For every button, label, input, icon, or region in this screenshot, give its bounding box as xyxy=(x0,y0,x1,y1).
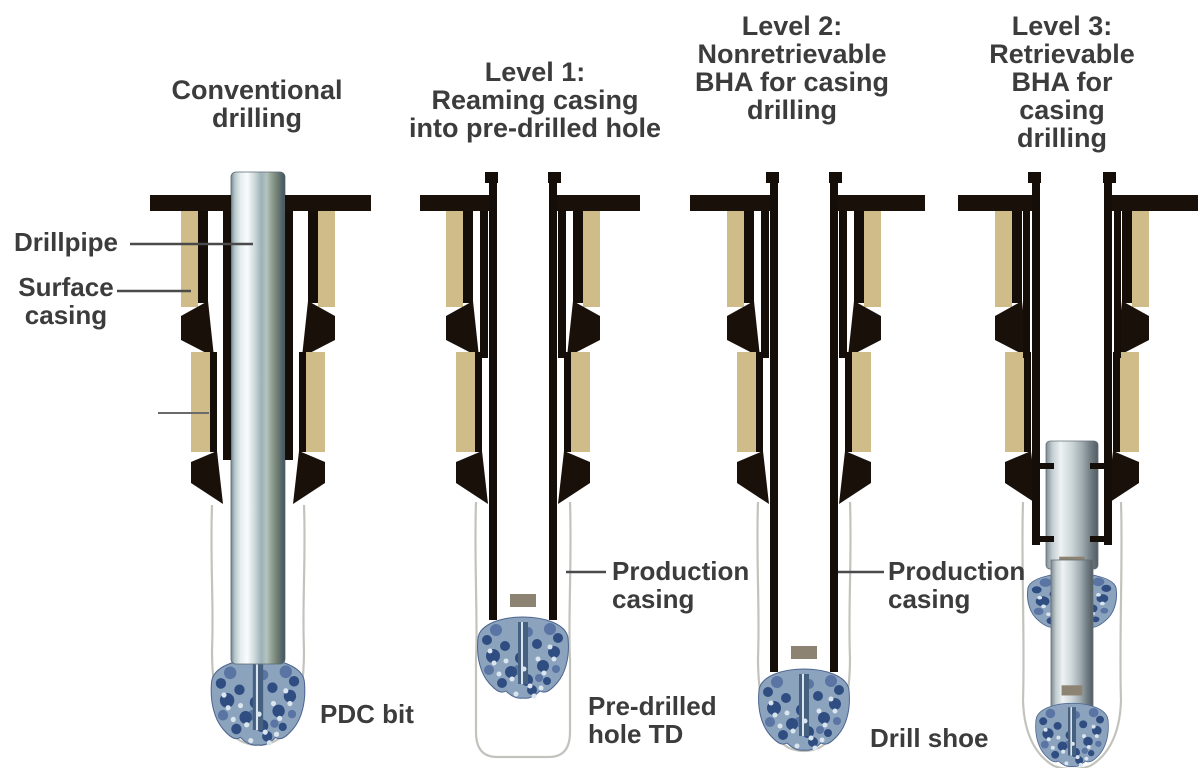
well-level1 xyxy=(420,172,640,759)
label-surface-casing: Surface casing xyxy=(18,272,114,330)
well-level2 xyxy=(690,172,925,753)
left-casing-side xyxy=(690,172,779,672)
latch-tick xyxy=(1040,463,1054,469)
bore-line xyxy=(480,211,488,358)
left-casing-side xyxy=(958,172,1054,545)
production-casing xyxy=(489,172,497,620)
left-casing-side xyxy=(420,172,498,620)
right-casing-side xyxy=(1090,172,1198,545)
pre-drilled-hole-outline xyxy=(474,501,572,759)
label-drillpipe: Drillpipe xyxy=(14,227,119,257)
label-production-casing-left: Production casing xyxy=(612,556,750,614)
latch-tick xyxy=(1040,536,1054,542)
label-pre-drilled-hole-td: Pre-drilled hole TD xyxy=(588,691,717,749)
left-casing-side xyxy=(150,195,231,504)
bore-line xyxy=(1114,211,1121,358)
right-casing-side xyxy=(829,172,925,672)
production-casing xyxy=(830,172,838,672)
label-production-casing-right: Production casing xyxy=(888,556,1026,614)
surface-casing-strings xyxy=(1107,211,1149,504)
ground-bar xyxy=(557,195,640,211)
ground-bar xyxy=(958,195,1032,211)
bore-line xyxy=(761,211,769,358)
well-level3 xyxy=(958,172,1198,768)
ground-bar xyxy=(1112,195,1198,211)
casing-top-nub xyxy=(548,172,561,183)
production-casing xyxy=(1032,172,1040,545)
drillpipe xyxy=(230,171,286,665)
title-level1: Level 1: Reaming casing into pre-drilled… xyxy=(408,57,662,143)
surface-casing-strings xyxy=(181,211,223,504)
bore-line xyxy=(223,211,231,460)
title-level3: Level 3: Retrievable BHA for casing dril… xyxy=(989,11,1135,153)
ground-bar xyxy=(690,195,770,211)
production-casing xyxy=(1104,172,1112,545)
production-casing xyxy=(549,172,557,620)
bha-lower-cylinder xyxy=(1050,559,1094,709)
bore-line xyxy=(1023,211,1030,358)
surface-casing-strings xyxy=(995,211,1037,504)
latch-tick xyxy=(1090,536,1104,542)
casing-top-nub xyxy=(766,172,779,183)
label-drill-shoe: Drill shoe xyxy=(870,723,989,753)
bore-line xyxy=(558,211,566,358)
casing-top-nub xyxy=(1028,172,1041,183)
casing-top-nub xyxy=(485,172,498,183)
right-casing-side xyxy=(285,195,371,504)
ground-bar xyxy=(420,195,489,211)
ground-bar xyxy=(285,195,371,211)
latch-tick xyxy=(1090,463,1104,469)
borehole-outline xyxy=(1021,501,1123,768)
well-conventional xyxy=(150,171,371,747)
bore-line xyxy=(285,211,293,460)
bha-cylinder xyxy=(1045,440,1099,570)
casing-top-nub xyxy=(1103,172,1116,183)
title-conventional-drilling: Conventional drilling xyxy=(171,75,343,133)
retrievable-bha xyxy=(1026,440,1118,768)
surface-casing-strings xyxy=(293,211,335,504)
borehole-outline xyxy=(756,501,852,753)
ground-bar xyxy=(150,195,231,211)
ground-bar xyxy=(838,195,925,211)
bore-line xyxy=(839,211,847,358)
label-pdc-bit: PDC bit xyxy=(320,699,414,729)
right-casing-side xyxy=(548,172,640,620)
title-level2: Level 2: Nonretrievable BHA for casing d… xyxy=(694,11,890,125)
production-casing xyxy=(770,172,778,672)
casing-top-nub xyxy=(829,172,842,183)
